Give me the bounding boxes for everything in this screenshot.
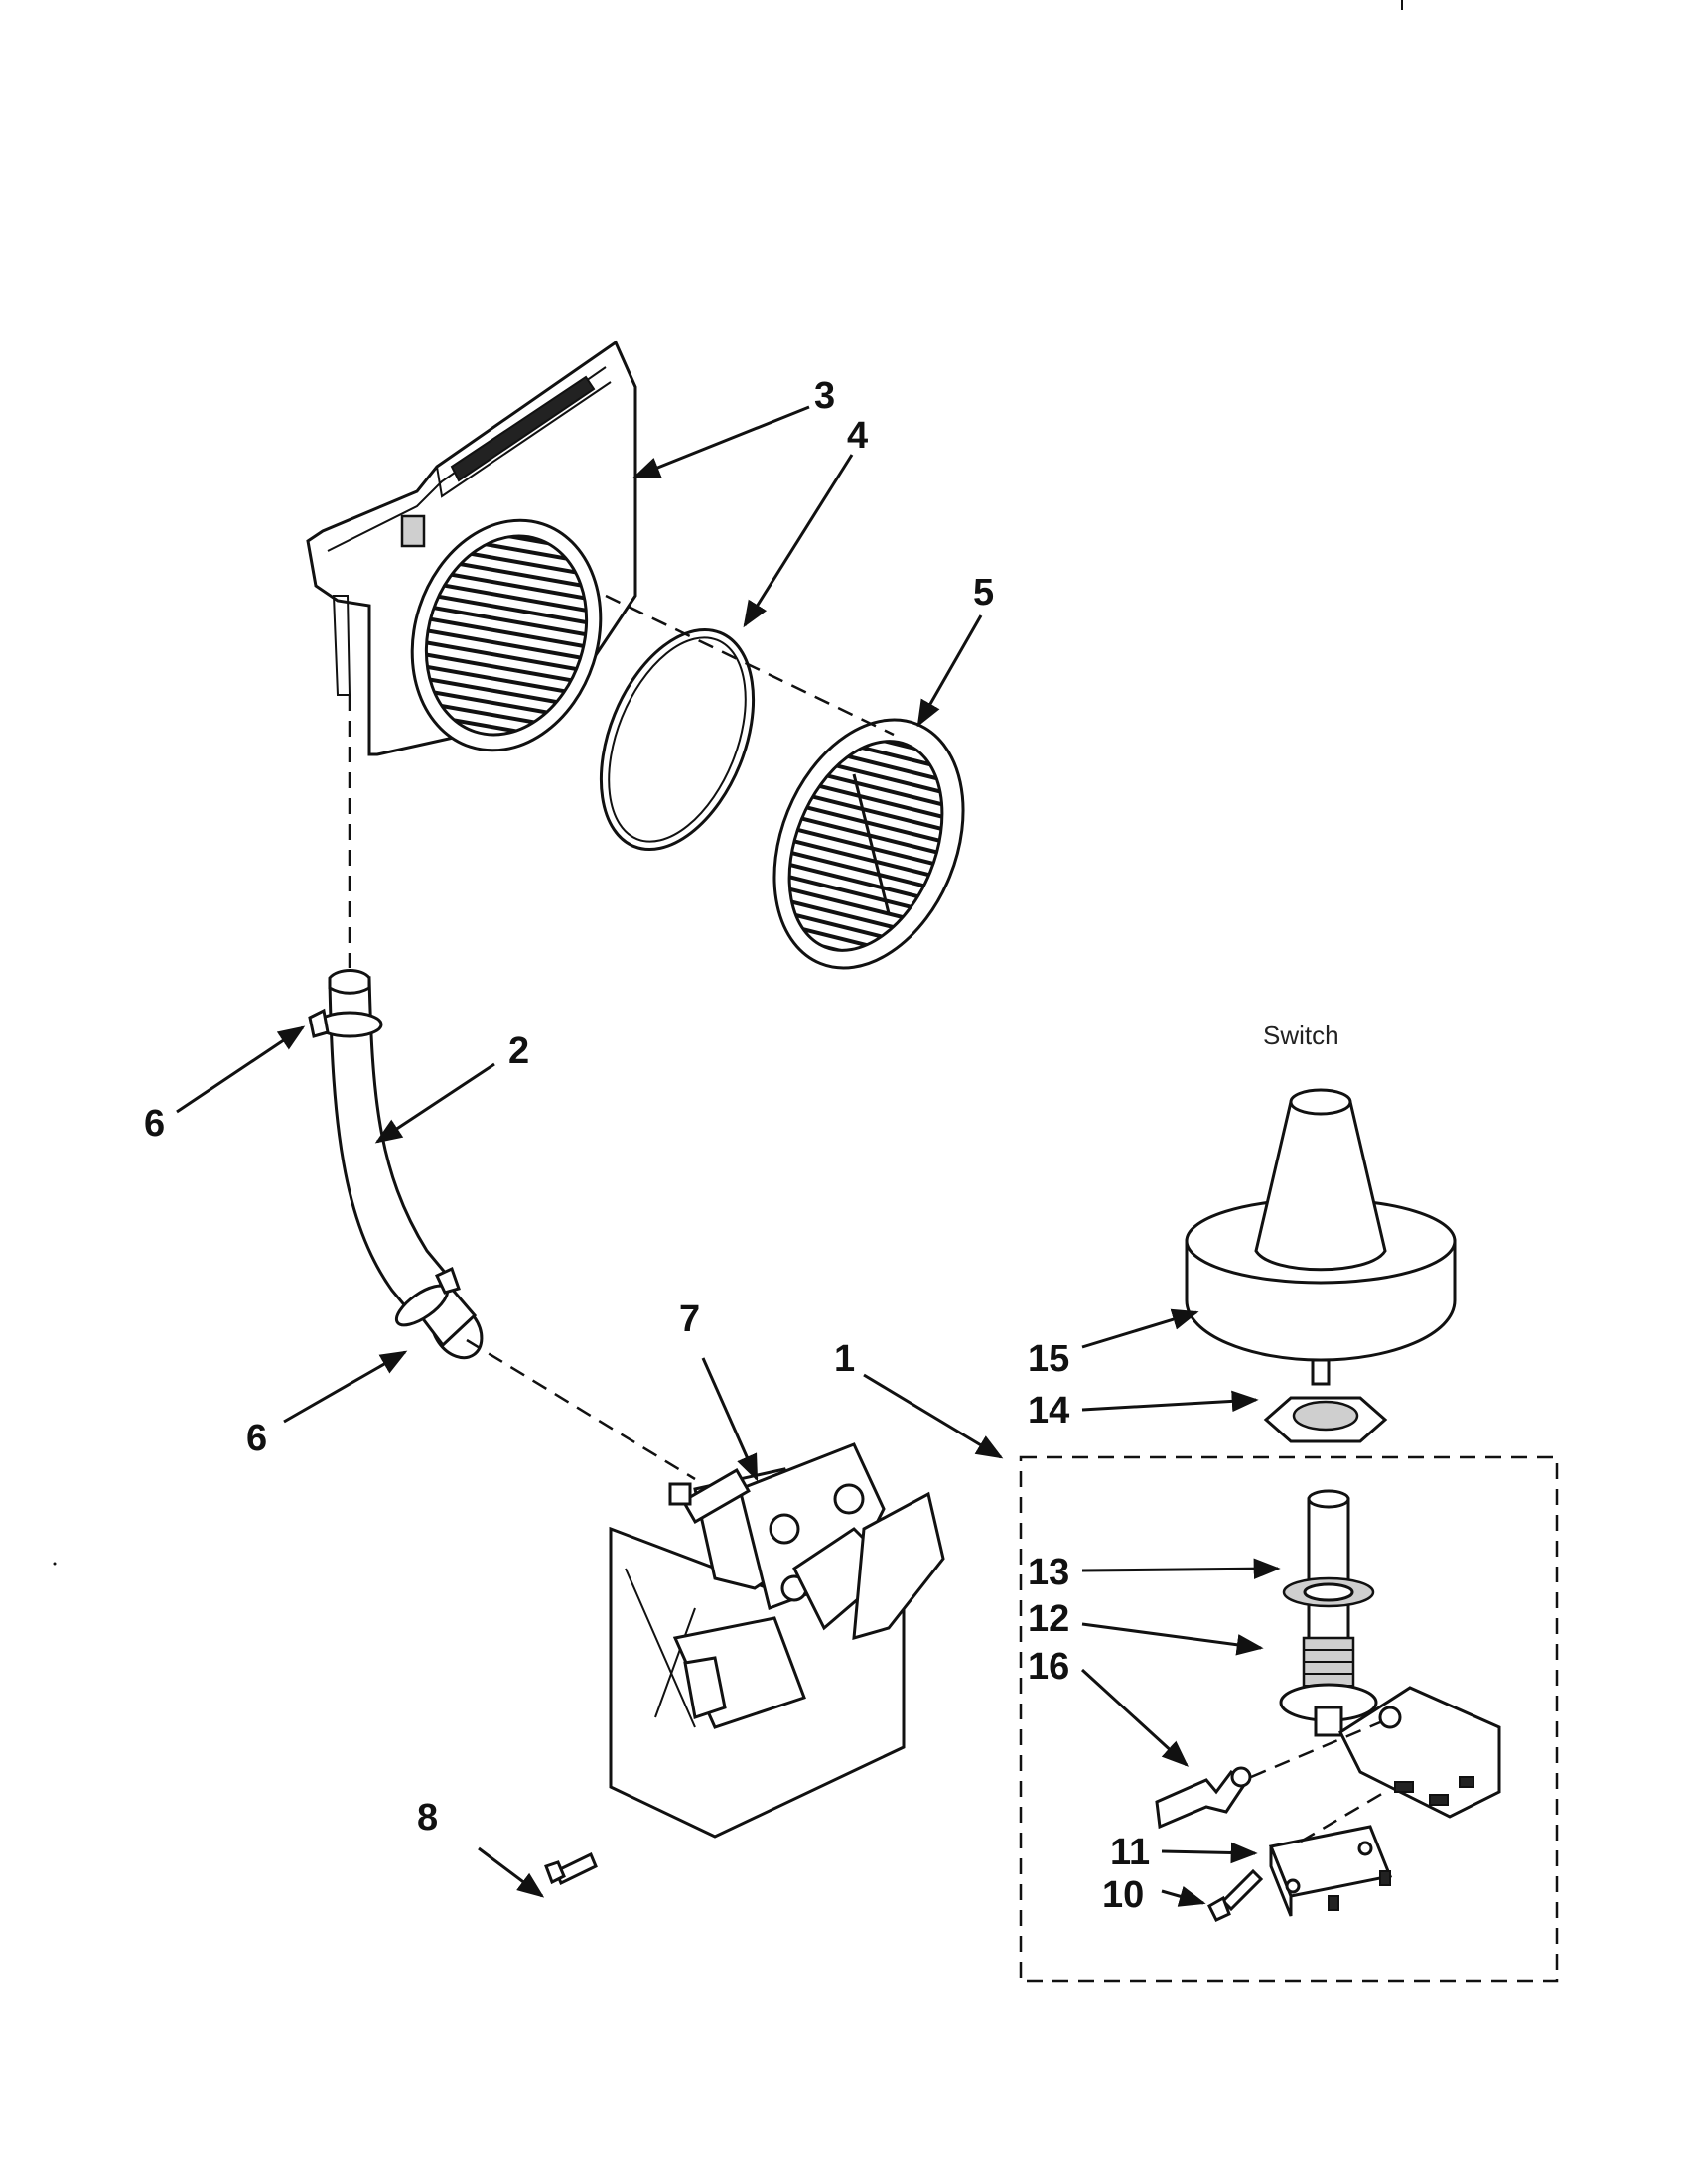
callout-8: 8 [417,1797,439,1839]
leader-2 [374,1062,495,1144]
lever [1155,1766,1252,1830]
callout-15: 15 [1028,1338,1070,1380]
housing-grille [424,534,589,737]
callout-5: 5 [973,572,995,614]
leader-1 [863,1373,1004,1459]
callout-11: 11 [1110,1832,1151,1873]
callout-16: 16 [1028,1646,1070,1688]
switch-bracket [1338,1686,1501,1819]
switch-assembly-box [1019,1455,1559,1983]
microswitch [1268,1825,1393,1917]
float-switch [1185,1088,1457,1386]
housing-clip [400,514,426,548]
assembly-line-filter [605,594,895,737]
leader-6a [176,1025,306,1114]
leader-5 [916,614,983,728]
leader-10 [1161,1885,1206,1907]
leader-16 [1080,1668,1189,1767]
hex-nut [1263,1396,1388,1443]
leader-13 [1081,1558,1281,1580]
callout-3: 3 [814,375,836,417]
o-ring [599,627,756,852]
hose-clamp-upper [308,1008,383,1038]
caption-switch: Switch [1263,1021,1339,1050]
stray-dot [53,1562,57,1566]
leader-15 [1081,1308,1199,1349]
leader-11 [1161,1842,1258,1864]
leader-14 [1081,1390,1259,1413]
leader-7 [701,1357,759,1482]
filter-housing [306,340,637,756]
callout-13: 13 [1028,1552,1070,1593]
washer [1282,1576,1375,1608]
hose-clamp-lower [394,1266,461,1327]
callout-4: 4 [847,415,869,457]
filter-screen [772,718,965,970]
threaded-body [1279,1636,1378,1737]
callout-6-lower: 6 [246,1418,268,1459]
callout-7: 7 [679,1298,701,1340]
leader-3 [632,405,810,478]
assembly-line-lever [1250,1720,1381,1779]
leader-4 [743,454,854,628]
callout-10: 10 [1102,1874,1145,1916]
assembly-line-hose-valve [466,1338,696,1481]
leader-12 [1081,1622,1264,1656]
switch-stem [1307,1489,1350,1650]
callout-1: 1 [834,1338,856,1380]
callout-12: 12 [1028,1598,1070,1640]
water-valve [609,1442,945,1839]
assembly-line-switch [1300,1790,1386,1843]
callout-14: 14 [1028,1390,1070,1432]
switch-screw [1207,1868,1264,1922]
callout-6-upper: 6 [144,1103,166,1145]
callout-2: 2 [508,1030,530,1072]
leader-6b [283,1350,408,1424]
valve-screw [544,1851,598,1886]
leader-8 [478,1846,545,1898]
